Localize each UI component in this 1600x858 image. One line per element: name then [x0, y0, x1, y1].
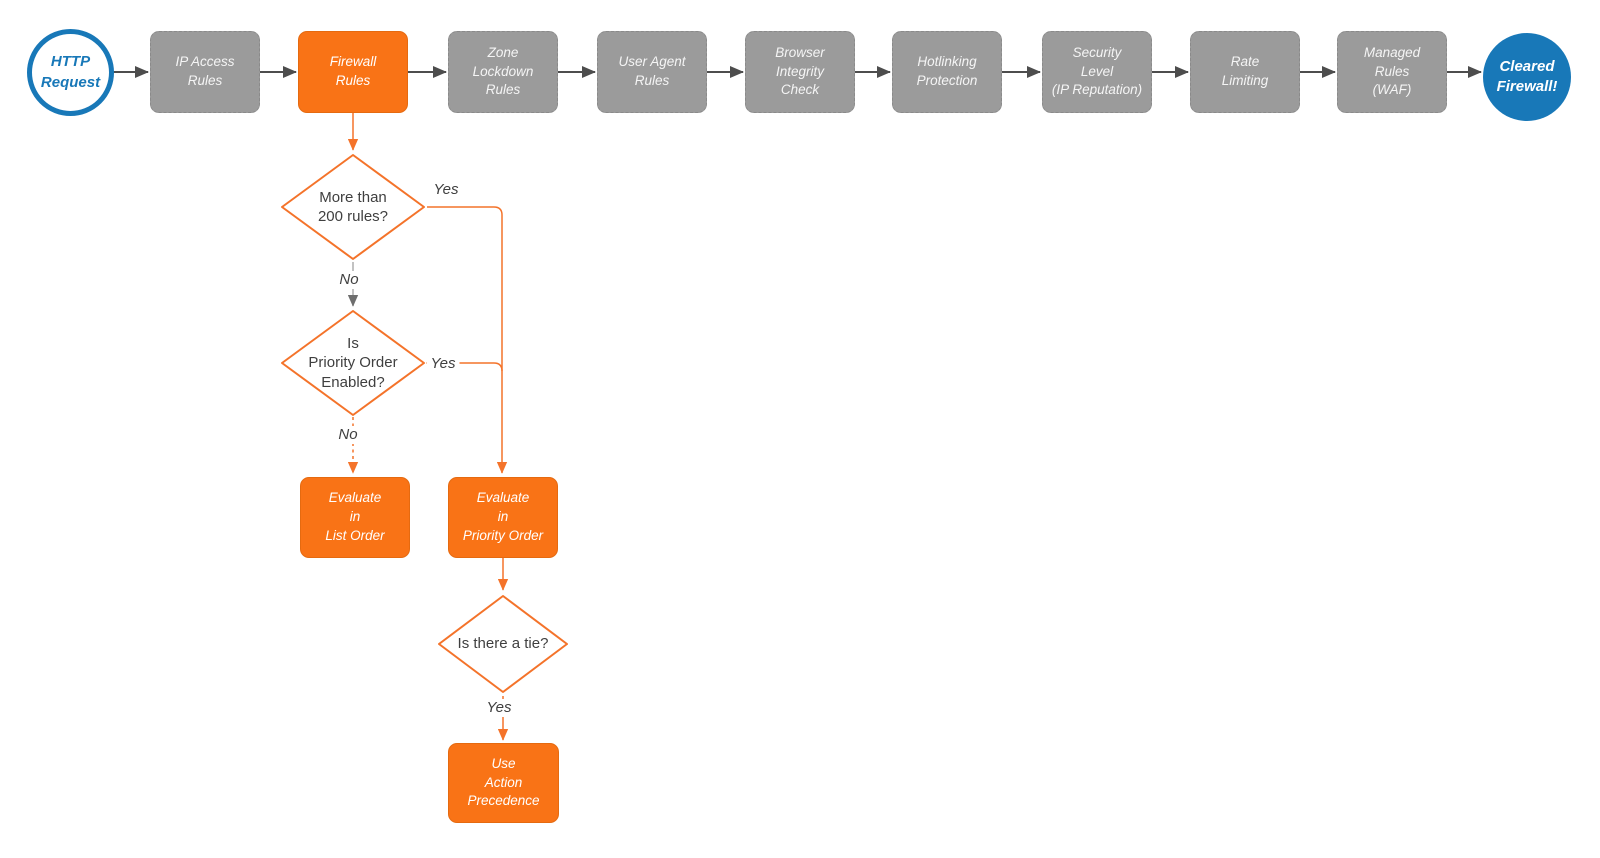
node-ip-access-rules-label: IP Access Rules: [175, 54, 235, 88]
node-use-action-precedence: Use Action Precedence: [448, 743, 559, 823]
node-user-agent-rules-label: User Agent Rules: [618, 54, 686, 88]
node-zone-lockdown-rules: Zone Lockdown Rules: [448, 31, 558, 113]
edge-label-no-more-than-200: No: [335, 271, 363, 289]
node-managed-rules-waf-label: Managed Rules (WAF): [1363, 44, 1421, 98]
diamond-shape: [281, 154, 425, 260]
decision-more-than-200-rules: More than 200 rules?: [279, 152, 427, 262]
node-hotlinking-protection: Hotlinking Protection: [892, 31, 1002, 113]
node-zone-lockdown-rules-label: Zone Lockdown Rules: [472, 44, 534, 98]
node-evaluate-in-priority-order-label: Evaluate in Priority Order: [462, 490, 544, 543]
node-browser-integrity-check: Browser Integrity Check: [745, 31, 855, 113]
node-firewall-rules: Firewall Rules: [298, 31, 408, 113]
node-cleared-firewall-label: Cleared Firewall!: [1496, 57, 1558, 95]
diamond-shape: [438, 595, 568, 693]
decision-priority-order-enabled: Is Priority Order Enabled?: [279, 308, 427, 418]
arrow-decision1-yes-to-priority-order: [427, 206, 508, 474]
node-cleared-firewall: Cleared Firewall!: [1483, 33, 1571, 121]
node-evaluate-in-list-order-label: Evaluate in List Order: [325, 490, 385, 543]
decision-is-there-a-tie-label: Is there a tie?: [457, 635, 549, 653]
edge-label-yes-more-than-200: Yes: [429, 181, 463, 199]
node-browser-integrity-check-label: Browser Integrity Check: [775, 44, 825, 98]
node-firewall-rules-label: Firewall Rules: [329, 54, 377, 88]
node-security-level-label: Security Level (IP Reputation): [1051, 44, 1143, 98]
node-evaluate-in-priority-order: Evaluate in Priority Order: [448, 477, 558, 558]
node-rate-limiting: Rate Limiting: [1190, 31, 1300, 113]
node-evaluate-in-list-order: Evaluate in List Order: [300, 477, 410, 558]
edge-label-yes-priority-order: Yes: [426, 355, 460, 373]
node-hotlinking-protection-label: Hotlinking Protection: [916, 54, 978, 88]
node-http-request: HTTP Request: [27, 29, 114, 116]
edge-label-no-priority-order: No: [334, 426, 362, 444]
edge-label-yes-is-there-a-tie: Yes: [482, 699, 516, 717]
node-http-request-label: HTTP Request: [40, 53, 101, 91]
node-use-action-precedence-label: Use Action Precedence: [467, 755, 540, 809]
node-security-level: Security Level (IP Reputation): [1042, 31, 1152, 113]
decision-priority-order-enabled-label: Is Priority Order Enabled?: [308, 334, 398, 391]
decision-more-than-200-rules-label: More than 200 rules?: [317, 188, 389, 226]
decision-is-there-a-tie: Is there a tie?: [436, 593, 570, 695]
node-managed-rules-waf: Managed Rules (WAF): [1337, 31, 1447, 113]
node-user-agent-rules: User Agent Rules: [597, 31, 707, 113]
diamond-shape: [281, 310, 425, 416]
node-ip-access-rules: IP Access Rules: [150, 31, 260, 113]
node-rate-limiting-label: Rate Limiting: [1221, 54, 1269, 88]
